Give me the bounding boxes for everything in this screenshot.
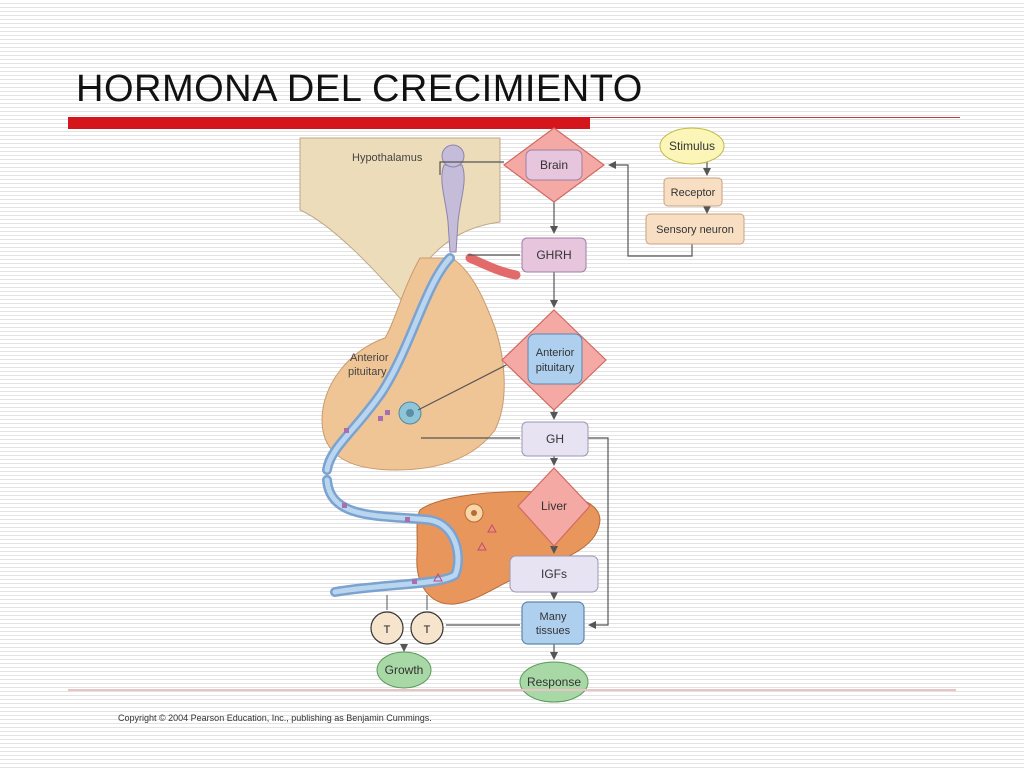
stimulus-node: Stimulus (659, 127, 725, 165)
gh-node: GH (521, 421, 589, 457)
igfs-node: IGFs (509, 555, 599, 593)
title-underline-red (68, 117, 590, 129)
anterior-pituitary-label-line1: Anterior (350, 352, 389, 364)
svg-text:T: T (384, 624, 391, 636)
svg-text:Liver: Liver (541, 499, 567, 513)
svg-text:tissues: tissues (536, 625, 571, 637)
svg-text:Sensory neuron: Sensory neuron (656, 224, 734, 236)
response-node: Response (519, 661, 589, 703)
target-cell-a: T (370, 595, 404, 645)
hypothalamus-label: Hypothalamus (352, 152, 423, 164)
liver-node: Liver (517, 467, 591, 547)
slide-title: HORMONA DEL CRECIMIENTO (76, 68, 643, 110)
svg-text:Stimulus: Stimulus (669, 139, 715, 153)
svg-text:GH: GH (546, 432, 564, 446)
svg-text:T: T (424, 624, 431, 636)
systemic-vessel (322, 475, 463, 597)
pituitary-endocrine-cell (344, 401, 422, 433)
title-underline-thin (590, 117, 960, 118)
artery-vessel (465, 253, 521, 280)
svg-text:Anterior: Anterior (536, 347, 575, 359)
footer-divider (68, 689, 956, 691)
copyright-notice: Copyright © 2004 Pearson Education, Inc.… (118, 713, 432, 723)
portal-vessel (322, 253, 455, 475)
svg-text:Response: Response (527, 675, 581, 689)
growth-oval: Growth (376, 651, 432, 689)
svg-text:IGFs: IGFs (541, 567, 567, 581)
svg-text:Receptor: Receptor (671, 187, 716, 199)
anterior-pituitary-label-line2: pituitary (348, 366, 387, 378)
svg-text:pituitary: pituitary (536, 362, 575, 374)
ghrh-node: GHRH (521, 237, 587, 273)
receptor-node: Receptor (663, 177, 723, 207)
brain-node: Brain (502, 127, 606, 203)
target-cell-b: T (410, 595, 444, 645)
svg-text:GHRH: GHRH (536, 248, 571, 262)
flowchart-connectors (417, 161, 711, 660)
svg-text:Brain: Brain (540, 158, 568, 172)
svg-text:Many: Many (540, 611, 567, 623)
sensory-neuron-node: Sensory neuron (645, 213, 745, 245)
svg-text:Growth: Growth (385, 663, 424, 677)
many-tissues-node: Many tissues (521, 601, 585, 645)
anterior-pituitary-node: Anterior pituitary (501, 309, 607, 411)
hormone-particles (342, 503, 497, 584)
